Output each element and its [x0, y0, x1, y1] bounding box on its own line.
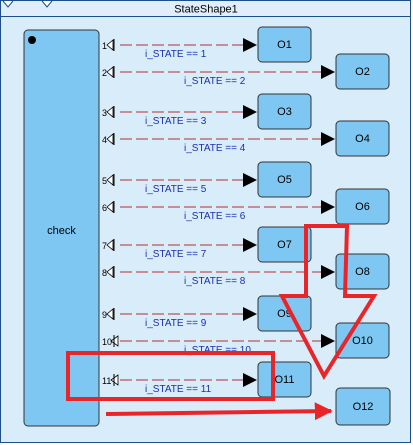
state-title: StateShape1	[174, 4, 238, 16]
annotation-highlight-box	[66, 351, 275, 401]
transition-condition-7: i_STATE == 7	[145, 249, 207, 260]
transition-arrowhead-icon	[243, 173, 257, 187]
transition-condition-8: i_STATE == 8	[184, 276, 246, 287]
transition-condition-10: i_STATE == 10	[184, 345, 251, 356]
target-label-o2: O2	[355, 66, 370, 78]
transition-condition-6: i_STATE == 6	[184, 211, 246, 222]
initial-state-dot	[28, 36, 36, 44]
priority-label-5: 5	[102, 176, 107, 186]
target-label-o11: O11	[275, 374, 295, 386]
priority-label-9: 9	[102, 310, 107, 320]
priority-label-1: 1	[102, 41, 107, 51]
target-label-o10: O10	[352, 335, 373, 347]
state-title-bar[interactable]	[0, 0, 411, 17]
target-label-o4: O4	[355, 133, 370, 145]
target-node-o6[interactable]	[335, 188, 390, 225]
transition-arrowhead-icon	[243, 38, 257, 52]
priority-connector-icon	[106, 266, 114, 278]
transition-arrowhead-icon	[321, 334, 335, 348]
transition-arrowhead-icon	[243, 373, 257, 387]
target-label-o5: O5	[277, 174, 292, 186]
transition-arrowhead-icon	[321, 200, 335, 214]
transition-condition-4: i_STATE == 4	[184, 143, 246, 154]
priority-label-10: 10	[102, 337, 112, 347]
check-label: check	[47, 225, 76, 237]
priority-connector-icon	[106, 106, 114, 118]
target-label-o8: O8	[355, 266, 370, 278]
target-node-o7[interactable]	[257, 226, 312, 263]
priority-connector-icon	[106, 66, 114, 78]
priority-label-8: 8	[102, 268, 107, 278]
target-node-o8[interactable]	[335, 253, 390, 290]
priority-label-2: 2	[102, 68, 107, 78]
transition-arrowhead-icon	[243, 307, 257, 321]
transition-arrowhead-icon	[321, 65, 335, 79]
transition-condition-2: i_STATE == 2	[184, 76, 246, 87]
transition-arrowhead-icon	[243, 238, 257, 252]
check-node[interactable]	[23, 29, 100, 427]
transition-condition-9: i_STATE == 9	[145, 318, 207, 329]
target-node-o10[interactable]	[335, 322, 390, 359]
target-label-o6: O6	[355, 201, 370, 213]
transition-condition-3: i_STATE == 3	[145, 116, 207, 127]
target-label-o12: O12	[353, 401, 374, 413]
target-label-o3: O3	[277, 106, 292, 118]
target-node-o4[interactable]	[335, 120, 390, 157]
priority-connector-icon	[106, 239, 114, 251]
transition-condition-5: i_STATE == 5	[145, 184, 207, 195]
priority-label-7: 7	[102, 241, 107, 251]
state-expand-icon[interactable]	[41, 0, 53, 8]
target-label-o1: O1	[277, 39, 292, 51]
priority-label-11: 11	[102, 376, 111, 386]
target-node-o2[interactable]	[335, 53, 390, 90]
target-node-o1[interactable]	[257, 26, 312, 63]
target-node-o12[interactable]	[335, 387, 391, 426]
priority-connector-icon	[106, 133, 114, 145]
transition-arrowhead-icon	[243, 105, 257, 119]
target-node-o5[interactable]	[257, 161, 312, 198]
state-collapse-icon[interactable]	[2, 0, 14, 8]
transition-condition-1: i_STATE == 1	[145, 49, 207, 60]
annotation-right-arrow	[105, 402, 333, 421]
transition-condition-11: i_STATE == 11	[145, 384, 212, 395]
priority-connector-icon	[106, 201, 114, 213]
transition-arrowhead-icon	[321, 265, 335, 279]
transition-arrowhead-icon	[321, 132, 335, 146]
priority-connector-icon	[106, 39, 114, 51]
priority-label-4: 4	[102, 135, 107, 145]
priority-connector-icon	[106, 174, 114, 186]
priority-label-6: 6	[102, 203, 107, 213]
target-node-o3[interactable]	[257, 93, 312, 130]
priority-connector-icon	[106, 308, 114, 320]
annotations-layer	[66, 224, 378, 421]
priority-label-3: 3	[102, 108, 107, 118]
target-label-o7: O7	[277, 239, 292, 251]
annotation-down-arrow	[278, 224, 378, 381]
